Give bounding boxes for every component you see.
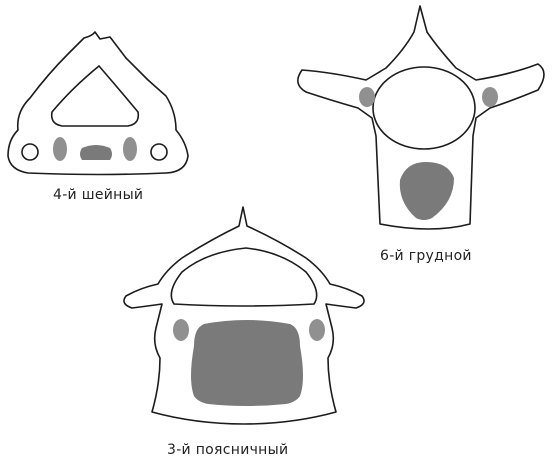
cervical-vertebra — [8, 32, 188, 175]
thoracic-vertebra — [298, 6, 544, 229]
thoracic-vertebral-foramen — [373, 67, 475, 149]
cervical-transverse-foramen-left — [22, 144, 38, 160]
lumbar-vertebral-body — [191, 320, 303, 406]
lumbar-articular-facet-left — [173, 319, 189, 341]
cervical-vertebral-body — [80, 145, 112, 160]
thoracic-articular-facet-right — [482, 87, 498, 107]
cervical-transverse-foramen-right — [151, 144, 167, 160]
lumbar-articular-facet-right — [309, 319, 325, 341]
thoracic-label: 6-й грудной — [380, 248, 472, 264]
lumbar-label: 3-й поясничный — [167, 442, 288, 458]
cervical-articular-facet-right — [123, 137, 137, 161]
cervical-label: 4-й шейный — [53, 187, 143, 203]
lumbar-vertebra — [124, 207, 364, 424]
thoracic-articular-facet-left — [359, 87, 375, 107]
cervical-articular-facet-left — [53, 137, 67, 161]
